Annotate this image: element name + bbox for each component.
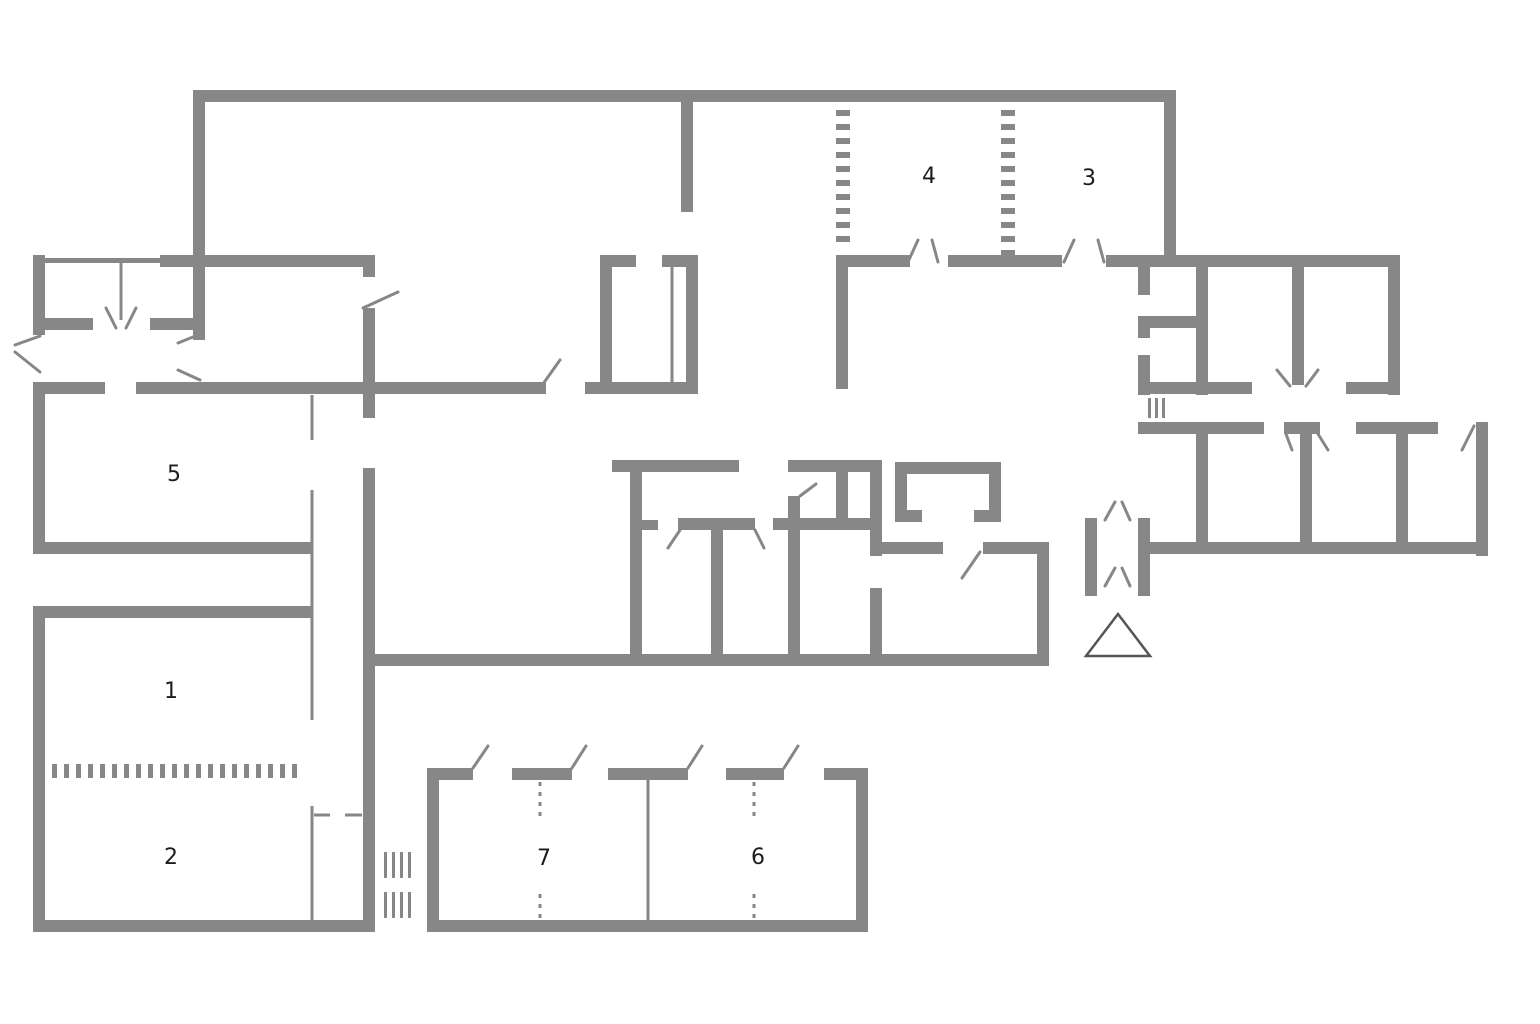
rooms-3-4-walls: [836, 238, 1164, 389]
room-label-5: 5: [167, 462, 181, 487]
room-label-2: 2: [164, 845, 178, 870]
entrance-lobby-walls: [1085, 500, 1150, 596]
room-3-4-screens: [836, 110, 1015, 256]
rooms-1-2-walls: [33, 468, 375, 932]
room-5-walls: [33, 382, 314, 720]
room-label-7: 7: [537, 846, 551, 871]
entrance-triangle-icon: [1083, 611, 1153, 658]
upper-hall-walls: [193, 90, 1176, 340]
room-label-4: 4: [922, 164, 936, 189]
corridor-walls: [33, 290, 698, 418]
room-1-2-partition: [52, 764, 297, 778]
entry-vestibule-walls: [13, 255, 375, 382]
central-lower-walls: [363, 460, 1049, 666]
east-wing-walls: [1138, 255, 1488, 556]
room-label-6: 6: [751, 845, 765, 870]
room-label-3: 3: [1082, 166, 1096, 191]
room-label-1: 1: [164, 679, 178, 704]
rooms-6-7-walls: [427, 744, 868, 932]
store-rooms: [600, 255, 698, 385]
stairs-icon: [384, 852, 411, 918]
